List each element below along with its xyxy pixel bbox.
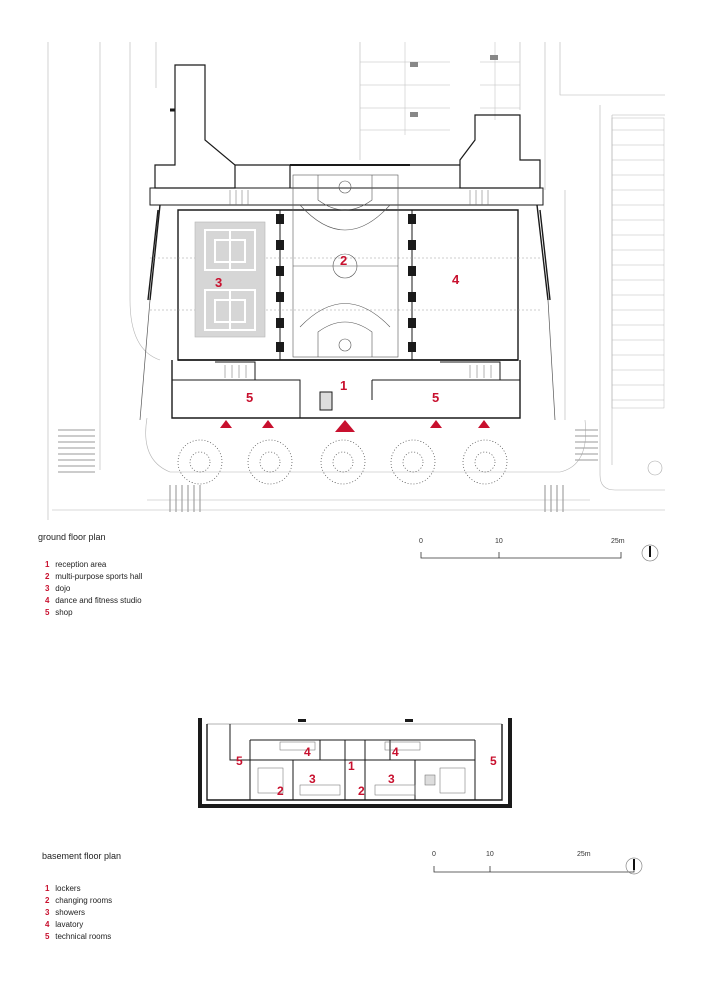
- entrance-markers: [220, 420, 490, 432]
- ground-floor-plan: 1 2 3 4 5 5: [47, 42, 665, 520]
- ground-room-labels: 1 2 3 4 5 5: [215, 253, 460, 405]
- basement-floor-title: basement floor plan: [42, 851, 122, 861]
- basement-label-lavatory-right: 4: [392, 745, 399, 759]
- adjacent-building: [611, 117, 665, 409]
- legend-item: 4 lavatory: [45, 920, 84, 929]
- room-label-reception: 1: [340, 378, 347, 393]
- dojo-mat-grid: [204, 229, 256, 331]
- basement-fixtures: [257, 741, 466, 796]
- basement-scale-bar: [433, 866, 635, 873]
- basement-floor-legend: 1 lockers 2 changing rooms 3 showers 4 l…: [45, 883, 112, 943]
- room-label-sports-hall: 2: [340, 253, 347, 268]
- basement-label-technical-right: 5: [490, 754, 497, 768]
- basement-scale-start: 0: [432, 851, 436, 858]
- crossings: [58, 429, 598, 512]
- basement-label-lavatory-left: 4: [304, 745, 311, 759]
- basement-room-labels: 1 2 2 3 3 4 4 5 5: [236, 745, 497, 798]
- legend-item: 2 changing rooms: [45, 896, 113, 905]
- ground-floor-title: ground floor plan: [38, 532, 106, 542]
- ground-north-arrow: [641, 544, 659, 562]
- entrance-zone: [172, 361, 520, 418]
- trees: [177, 439, 508, 485]
- basement-top-marks: [298, 719, 413, 722]
- ground-scale-start: 0: [419, 538, 423, 545]
- columns: [276, 214, 416, 352]
- ground-scale-bar: [420, 552, 622, 559]
- legend-item: 3 dojo: [45, 584, 71, 593]
- basement-floor-plan: 1 2 2 3 3 4 4 5 5: [198, 718, 512, 808]
- basketball-court: [292, 174, 399, 358]
- basement-walls: [229, 724, 476, 800]
- site-context: [47, 42, 665, 520]
- room-label-dance-studio: 4: [452, 272, 460, 287]
- basement-label-technical-left: 5: [236, 754, 243, 768]
- legend-item: 5 technical rooms: [45, 932, 112, 941]
- ground-scale-end: 25m: [611, 538, 625, 545]
- legend-item: 1 lockers: [45, 884, 81, 893]
- basement-label-showers-left: 3: [309, 772, 316, 786]
- basement-label-showers-right: 3: [388, 772, 395, 786]
- ground-scale-mid: 10: [495, 538, 503, 545]
- room-label-shop-left: 5: [246, 390, 253, 405]
- basement-label-changing-left: 2: [277, 784, 284, 798]
- legend-item: 4 dance and fitness studio: [45, 596, 142, 605]
- stairs: [229, 190, 489, 205]
- legend-item: 5 shop: [45, 608, 73, 617]
- basement-label-lockers: 1: [348, 759, 355, 773]
- service-wings: [154, 64, 541, 189]
- basement-scale-mid: 10: [486, 851, 494, 858]
- legend-item: 2 multi-purpose sports hall: [45, 572, 143, 581]
- ground-floor-legend: 1 reception area 2 multi-purpose sports …: [45, 559, 142, 619]
- basement-north-arrow: [625, 857, 643, 875]
- basement-scale-end: 25m: [577, 851, 591, 858]
- room-label-shop-right: 5: [432, 390, 439, 405]
- legend-item: 1 reception area: [45, 560, 107, 569]
- hall-structure: [178, 210, 518, 361]
- legend-item: 3 showers: [45, 908, 86, 917]
- basement-label-changing-right: 2: [358, 784, 365, 798]
- parked-cars: [410, 55, 498, 117]
- room-label-dojo: 3: [215, 275, 222, 290]
